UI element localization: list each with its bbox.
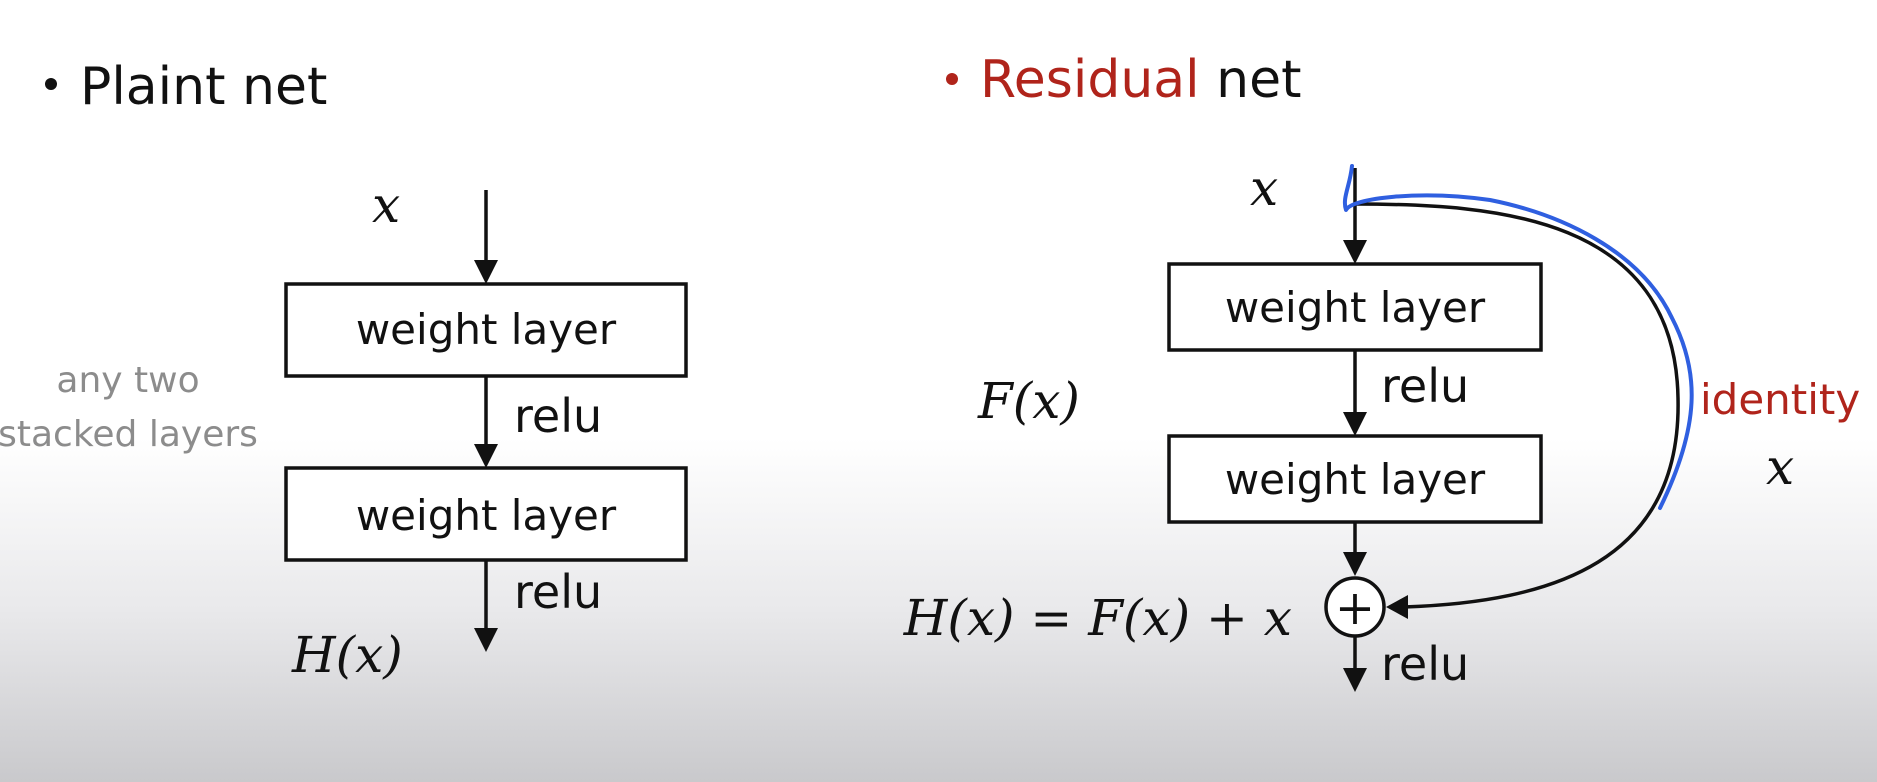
- plain-note-line-1: any two: [56, 360, 199, 401]
- plain-weight-layer-1-label: weight layer: [356, 305, 617, 354]
- plain-relu-2-label: relu: [514, 565, 602, 619]
- plain-weight-layer-2-label: weight layer: [356, 491, 617, 540]
- plain-relu-1-label: relu: [514, 389, 602, 443]
- plain-net-bullet: [45, 78, 57, 90]
- plain-input-arrowhead: [474, 260, 498, 284]
- residual-equation: H(x) = F(x) + x: [903, 589, 1292, 647]
- residual-weight-layer-2: [1167, 434, 1543, 524]
- identity-value-label: x: [1766, 438, 1794, 496]
- identity-shortcut-curve: [1354, 202, 1680, 609]
- plain-net-panel: Plaint net x weight layer relu weight la…: [0, 57, 688, 684]
- identity-shortcut-arrowhead: [1386, 595, 1408, 619]
- residual-function-label: F(x): [977, 372, 1080, 430]
- plain-note-line-2: stacked layers: [0, 414, 258, 455]
- residual-relu-out-label: relu: [1381, 637, 1469, 691]
- residual-middle-arrowhead: [1343, 412, 1367, 436]
- plain-output-arrowhead: [474, 628, 498, 652]
- residual-to-sum-arrowhead: [1343, 552, 1367, 576]
- residual-net-title-accent: Residual: [980, 50, 1200, 110]
- residual-net-title: Residual net: [980, 50, 1301, 110]
- residual-relu-1-label: relu: [1381, 359, 1469, 413]
- plain-net-title: Plaint net: [80, 57, 327, 117]
- plain-middle-arrowhead: [474, 444, 498, 468]
- residual-input-arrowhead: [1343, 240, 1367, 264]
- sum-node-symbol: +: [1335, 580, 1375, 636]
- plain-input-label: x: [372, 176, 400, 234]
- residual-net-panel: Residual net x weight layer relu weight …: [903, 50, 1860, 692]
- residual-net-bullet: [946, 73, 958, 85]
- residual-output-arrowhead: [1343, 668, 1367, 692]
- plain-output-label: H(x): [291, 626, 403, 684]
- identity-label: identity: [1700, 375, 1860, 424]
- residual-weight-layer-1-label: weight layer: [1225, 283, 1486, 332]
- residual-weight-layer-2-label: weight layer: [1225, 455, 1486, 504]
- residual-weight-layer-1: [1167, 262, 1543, 352]
- plain-weight-layer-2: [284, 466, 688, 562]
- residual-net-title-rest: net: [1216, 50, 1301, 110]
- hand-drawn-annotation: [1342, 164, 1694, 510]
- residual-input-label: x: [1250, 159, 1278, 217]
